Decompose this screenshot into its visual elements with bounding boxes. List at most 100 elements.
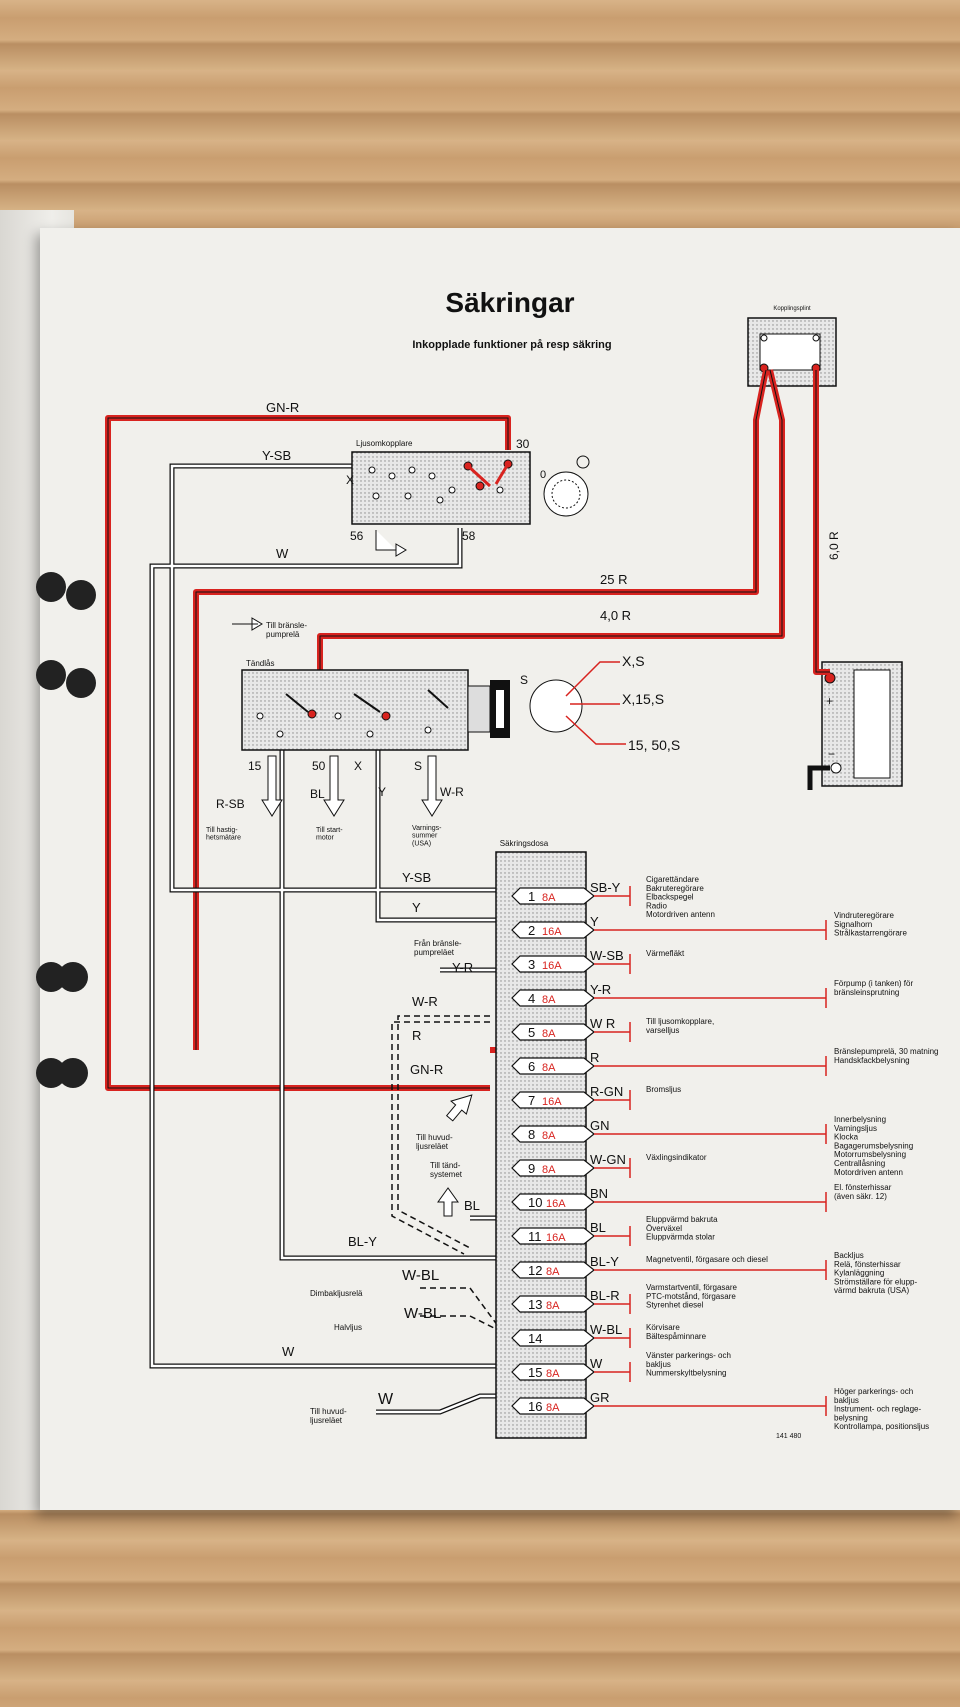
wire-label: BL-Y — [348, 1234, 377, 1249]
fuse-output-color: W-GN — [590, 1152, 626, 1167]
wire-label: S — [520, 673, 528, 687]
arrow-icon — [232, 617, 263, 631]
fuse-number: 6 — [528, 1059, 535, 1074]
fuse-icon — [511, 1397, 595, 1415]
light-switch-block — [351, 451, 531, 525]
fuse-number: 5 — [528, 1025, 535, 1040]
fuse-output-color: BL-R — [590, 1288, 620, 1303]
fuse-ampere: 8A — [542, 1164, 556, 1176]
fuse-output-color: SB-Y — [590, 880, 621, 895]
figure-number: 141 480 — [776, 1433, 801, 1440]
fuse-icon — [511, 1057, 595, 1075]
fuse-output-color: R-GN — [590, 1084, 623, 1099]
fuse-icon — [511, 1363, 595, 1381]
fuse-ampere: 8A — [546, 1368, 560, 1380]
binder-hole — [36, 572, 66, 602]
fuse-function-text: Magnetventil, förgasare och diesel — [646, 1255, 768, 1264]
fuse-output-color: GN — [590, 1118, 610, 1133]
fuse-ampere: 16A — [542, 1096, 562, 1108]
wire-label: R — [412, 1028, 421, 1043]
kopplingsplint-inner — [759, 333, 821, 371]
wire-label: Y-SB — [262, 448, 291, 463]
fuse-ampere: 8A — [542, 892, 556, 904]
wire-label: Halvljus — [334, 1323, 362, 1332]
sakringsdosa-label: Säkringsdosa — [500, 839, 549, 848]
fuse-ampere: 8A — [546, 1266, 560, 1278]
fuse-icon — [511, 1329, 595, 1347]
fuse-icon — [511, 921, 595, 939]
wire-label: BL — [310, 787, 325, 801]
fuse-icon — [511, 887, 595, 905]
binder-hole — [36, 660, 66, 690]
fuse-icon — [511, 1091, 595, 1109]
wire-label: W — [282, 1344, 295, 1359]
wire-label: 58 — [462, 529, 476, 543]
wire-label: 25 R — [600, 572, 627, 587]
fuse-number: 2 — [528, 923, 535, 938]
wire-label: BL — [464, 1198, 480, 1213]
wire-label: X — [346, 473, 354, 487]
ignition-switch-block — [241, 669, 469, 751]
fuse-number: 16 — [528, 1399, 542, 1414]
wire-label: Till tänd-systemet — [430, 1161, 463, 1179]
fuse-output-color: BN — [590, 1186, 608, 1201]
fuse-icon — [511, 1193, 595, 1211]
fuse-number: 12 — [528, 1263, 542, 1278]
wire-label: W-R — [412, 994, 438, 1009]
fuse-output-color: BL-Y — [590, 1254, 619, 1269]
wire-label: X — [354, 759, 362, 773]
binder-hole — [66, 580, 96, 610]
kopplingsplint-label: Kopplingsplint — [773, 306, 811, 312]
binder-hole — [58, 1058, 88, 1088]
fuse-ampere: 16A — [546, 1198, 566, 1210]
fuse-number: 1 — [528, 889, 535, 904]
wire-label: Dimbakljusrelä — [310, 1289, 363, 1298]
wire-label: 30 — [516, 437, 530, 451]
lamp-icon — [576, 455, 590, 469]
fuse-number: 15 — [528, 1365, 542, 1380]
wire-label: 15 — [248, 759, 262, 773]
wire-label: W-BL — [404, 1305, 441, 1322]
wire-label: R-SB — [216, 797, 245, 811]
wire-label: GN-R — [410, 1062, 443, 1077]
wire-label: Varnings-summer(USA) — [412, 825, 442, 847]
wire-label: W-BL — [402, 1267, 439, 1284]
fuse-number: 13 — [528, 1297, 542, 1312]
fuse-ampere: 8A — [542, 1062, 556, 1074]
wire-label: Till huvud-ljusreläet — [416, 1133, 453, 1151]
fuse-ampere: 8A — [542, 994, 556, 1006]
page-subtitle: Inkopplade funktioner på resp säkring — [412, 339, 611, 351]
wire-label: GN-R — [266, 400, 299, 415]
wire-label: Till hastig-hetsmätare — [206, 827, 241, 842]
fuse-function-text: Till ljusomkopplare,varselljus — [646, 1017, 714, 1035]
wire-label: 6,0 R — [827, 531, 841, 560]
fuse-output-color: W-BL — [590, 1322, 622, 1337]
fuse-output-color: W — [590, 1356, 603, 1371]
wire-label: W — [378, 1391, 394, 1408]
fuse-ampere: 16A — [546, 1232, 566, 1244]
fuse-icon — [511, 1261, 595, 1279]
wire-label: X,15,S — [622, 691, 664, 707]
wire-label: Från bränsle-pumpreläet — [414, 939, 462, 957]
fuse-output-color: Y — [590, 914, 599, 929]
fuse-box — [495, 851, 587, 1439]
fuse-icon — [511, 1227, 595, 1245]
